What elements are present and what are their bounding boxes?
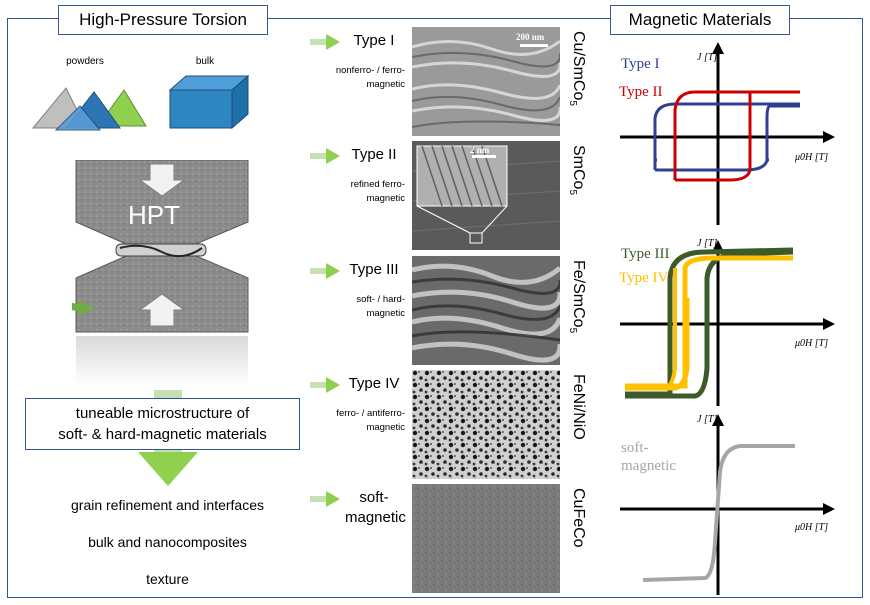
material-label: SmCo5 bbox=[566, 145, 587, 196]
material-label: Fe/SmCo5 bbox=[566, 260, 587, 334]
green-arrow-icon bbox=[310, 263, 340, 279]
hysteresis-plot-2: J [T] μ0H [T] Type III Type IV bbox=[619, 238, 835, 406]
hpt-label: HPT bbox=[128, 200, 180, 230]
y-label-3: J [T] bbox=[697, 414, 717, 425]
series-type-3: Type III bbox=[621, 246, 670, 262]
y-label-2: J [T] bbox=[697, 238, 717, 249]
powders-icon bbox=[31, 87, 147, 131]
x-label-1: μ0H [T] bbox=[794, 152, 828, 163]
type-description: refined ferro- magnetic bbox=[350, 179, 405, 204]
series-type-2: Type II bbox=[619, 84, 663, 100]
scalebar-200nm: 200 nm bbox=[516, 32, 545, 42]
type-title: Type II bbox=[351, 146, 397, 163]
magnetic-materials-header: Magnetic Materials bbox=[610, 5, 790, 35]
micrograph-type-2: 2 nm bbox=[412, 141, 560, 250]
type-description: soft- / hard- magnetic bbox=[356, 294, 405, 319]
type-title: soft- magnetic bbox=[345, 489, 406, 526]
hpt-header: High-Pressure Torsion bbox=[58, 5, 268, 35]
series-type-4: Type IV bbox=[619, 270, 669, 286]
x-label-2: μ0H [T] bbox=[794, 338, 828, 349]
box-line-1: tuneable microstructure of bbox=[75, 405, 250, 422]
hysteresis-plot-3: J [T] μ0H [T] soft- magnetic bbox=[620, 414, 835, 595]
micrograph-type-4 bbox=[412, 370, 560, 479]
scalebar-2nm: 2 nm bbox=[470, 145, 490, 155]
material-label: FeNi/NiO bbox=[570, 374, 587, 440]
type-title: Type III bbox=[349, 261, 399, 278]
type-description: ferro- / antiferro- magnetic bbox=[336, 408, 405, 433]
tuneable-microstructure-box: tuneable microstructure of soft- & hard-… bbox=[25, 398, 300, 450]
series-soft-line2: magnetic bbox=[621, 458, 676, 474]
micrograph-type-1: 200 nm bbox=[412, 27, 560, 136]
bulk-icon bbox=[168, 74, 250, 130]
series-type-1: Type I bbox=[621, 56, 660, 72]
material-label: Cu/SmCo5 bbox=[566, 31, 587, 106]
series-soft-line1: soft- bbox=[621, 440, 649, 456]
point-grain-refinement: grain refinement and interfaces bbox=[71, 497, 264, 513]
point-bulk-nanocomposites: bulk and nanocomposites bbox=[88, 534, 247, 550]
green-arrow-icon bbox=[310, 491, 340, 507]
y-label-1: J [T] bbox=[697, 52, 717, 63]
powders-label: powders bbox=[66, 56, 104, 67]
micrograph-soft bbox=[412, 484, 560, 593]
green-arrow-icon bbox=[310, 377, 340, 393]
box-line-2: soft- & hard-magnetic materials bbox=[58, 426, 267, 443]
green-arrow-icon bbox=[310, 34, 340, 50]
hysteresis-plot-1: J [T] μ0H [T] Type I Type II bbox=[619, 42, 835, 225]
type-title: Type IV bbox=[348, 375, 400, 392]
material-label: CuFeCo bbox=[570, 488, 587, 548]
hpt-anvil-diagram bbox=[72, 160, 249, 386]
micrograph-type-3 bbox=[412, 256, 560, 365]
type-title: Type I bbox=[353, 32, 395, 49]
x-label-3: μ0H [T] bbox=[794, 522, 828, 533]
type-description: nonferro- / ferro- magnetic bbox=[335, 65, 405, 90]
green-arrow-icon bbox=[310, 148, 340, 164]
point-texture: texture bbox=[146, 571, 189, 587]
bulk-label: bulk bbox=[195, 56, 215, 67]
figure-frame bbox=[7, 18, 863, 598]
